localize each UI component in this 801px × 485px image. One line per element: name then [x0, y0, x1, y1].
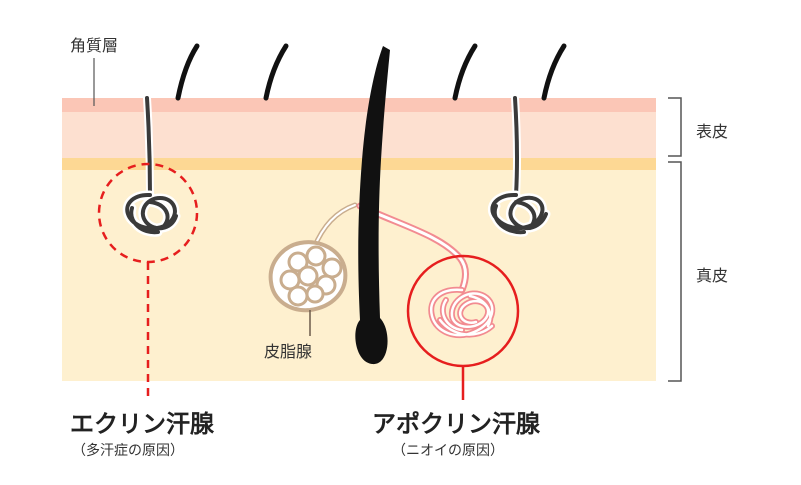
- dermis-label: 真皮: [696, 266, 729, 285]
- eccrine-gland-note: （多汗症の原因）: [72, 443, 184, 459]
- sebaceous-gland-label: 皮脂腺: [264, 342, 313, 361]
- basal-layer: [62, 158, 656, 170]
- hair-icon: [452, 43, 478, 101]
- apocrine-gland-label: アポクリン汗腺: [372, 410, 540, 438]
- dermis-bracket: [668, 161, 682, 382]
- stratum-corneum-label: 角質層: [70, 36, 119, 55]
- hair-follicle: [355, 46, 390, 365]
- apocrine-gland-icon: [428, 286, 496, 339]
- eccrine-gland-icon: [122, 94, 181, 237]
- hair-icon: [541, 43, 567, 101]
- sebaceous-gland-icon: [268, 240, 348, 313]
- eccrine-gland-label: エクリン汗腺: [70, 410, 214, 438]
- eccrine-gland-icon: [487, 94, 551, 237]
- epidermis-label: 表皮: [696, 122, 729, 141]
- short-hairs: [175, 43, 567, 101]
- hair-icon: [263, 43, 289, 101]
- epidermis-bracket: [668, 97, 682, 157]
- hair-icon: [175, 43, 200, 101]
- apocrine-duct-inner: [358, 204, 467, 292]
- stratum-corneum-layer: [62, 98, 656, 112]
- epidermis-layer: [62, 112, 656, 158]
- apocrine-gland-note: （ニオイの原因）: [392, 443, 504, 459]
